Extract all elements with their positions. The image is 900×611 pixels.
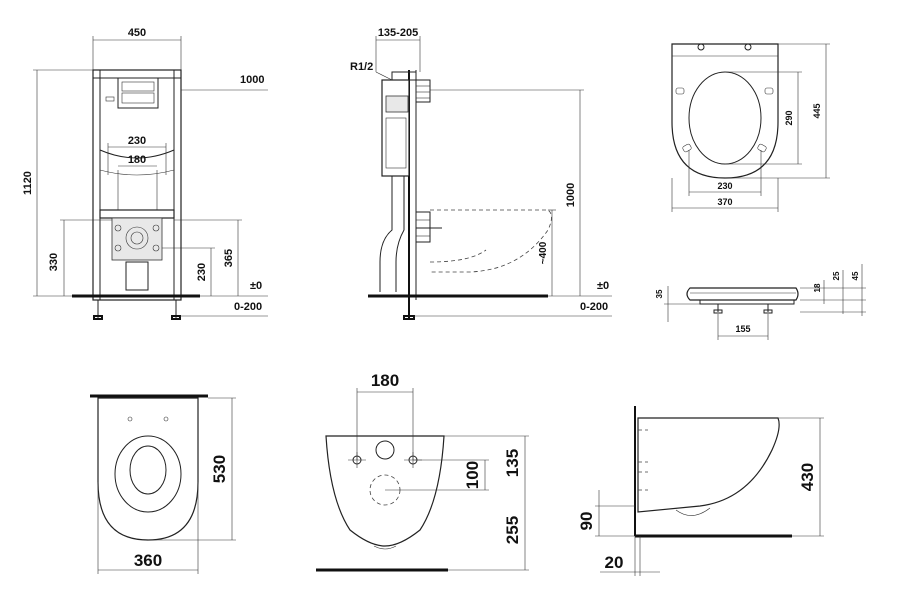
dim-inlet-offset: 135	[503, 449, 522, 477]
dim-bowl-height: 430	[798, 463, 817, 491]
dim-bolt-spacing: 180	[371, 371, 399, 390]
dim-pipe-inner: 180	[128, 154, 146, 166]
dim-bolt-height: 230	[196, 263, 208, 281]
dim-floor-range: 0-200	[234, 301, 262, 313]
dim-seat-18: 18	[813, 283, 822, 292]
dim-low-height: 330	[48, 253, 60, 271]
bowl-side-view: 430 90 20	[577, 406, 824, 576]
dim-hinge-spacing: 155	[735, 324, 750, 334]
dim-side-floor-range: 0-200	[580, 301, 608, 313]
dim-side-outlet-height: 90	[577, 512, 596, 531]
dim-bowl-width: 360	[134, 551, 162, 570]
dim-pipe-outer: 230	[128, 135, 146, 147]
dim-outlet-height: 255	[503, 516, 522, 544]
dim-top-ref: 1000	[240, 74, 264, 86]
dim-seat-35: 35	[655, 289, 664, 298]
seat-top-view: 445 290 230 370	[671, 43, 830, 212]
dim-floor-zero: ±0	[250, 280, 262, 292]
label-inlet: R1/2	[350, 61, 373, 73]
dim-seat-25: 25	[832, 271, 841, 280]
dim-side-floor-zero: ±0	[597, 280, 609, 292]
dim-frame-height: 1120	[22, 171, 34, 195]
dim-seat-length: 445	[812, 103, 822, 118]
dim-wall-gap: 20	[605, 553, 624, 572]
dim-frame-width: 450	[128, 27, 146, 39]
bowl-top-view: 530 360	[90, 394, 236, 574]
dim-approx-400: ~400	[538, 241, 549, 264]
dim-seat-outer-width: 370	[717, 197, 732, 207]
seat-side-view: 35 18 25 45 155	[655, 264, 866, 340]
frame-front-view: 450 1120 1000 230 180 330 230 365 ±0 0-2…	[22, 27, 268, 320]
frame-side-view: 135-205 R1/2 1000 ~400 ±0 0-200	[350, 27, 612, 320]
dim-depth-range: 135-205	[378, 27, 418, 39]
dim-bowl-length: 530	[210, 455, 229, 483]
dim-mid-height: 365	[223, 249, 235, 267]
dim-side-height: 1000	[565, 183, 577, 207]
dim-outlet-offset: 100	[463, 461, 482, 489]
dim-seat-inner-length: 290	[784, 110, 794, 125]
bowl-back-view: 180 100 135 255	[316, 371, 529, 572]
dim-seat-45: 45	[851, 271, 860, 280]
dim-seat-inner-width: 230	[717, 181, 732, 191]
